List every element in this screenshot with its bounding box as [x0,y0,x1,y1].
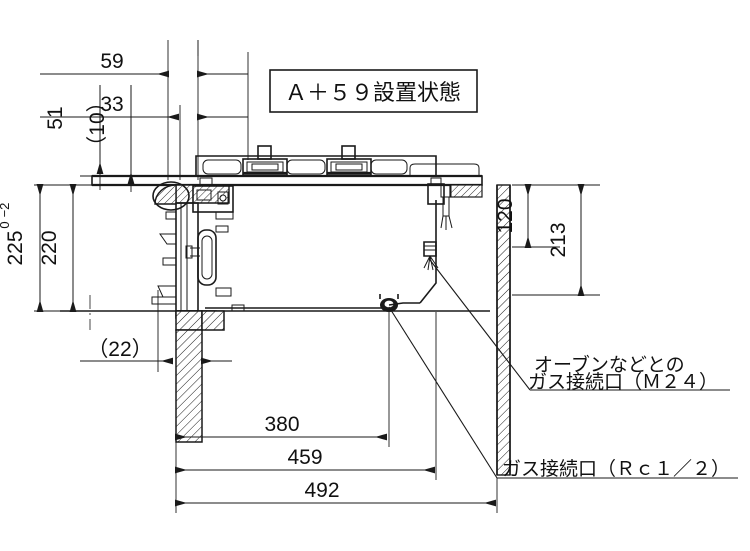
dimension-492: 492 [175,442,498,513]
oven-gas-port-callout: オーブンなどとの ガス接続口（Ｍ２４） [429,259,730,393]
dimension-225-tol-upper: 0 [0,221,12,228]
oven-gas-port-callout-line1: オーブンなどとの [534,353,685,376]
dimension-51-label: 51 [44,106,67,129]
dimension-120: 120 [494,184,560,248]
title-box: Ａ＋５９設置状態 [269,69,478,113]
dimension-225-label: 225 [4,230,27,265]
dimension-59-label: 59 [100,50,123,73]
dimension-213: 213 [512,184,600,296]
dimension-22: （22） [80,290,232,372]
right-wall [496,184,511,476]
dimension-33-label: 33 [100,93,123,116]
gas-port-fitting [205,294,420,312]
dimension-492-label: 492 [304,479,339,502]
dimension-10-label: （10） [86,91,109,156]
oven-gas-port-callout-line2: ガス接続口（Ｍ２４） [528,371,718,393]
title-box-label: Ａ＋５９設置状態 [285,81,461,106]
gas-port-callout: ガス接続口（Ｒｃ１／２） [388,306,738,480]
construction-lines [89,40,249,330]
right-bracket [440,184,453,230]
dimension-22-label: （22） [87,338,152,361]
dimension-380-label: 380 [264,413,299,436]
dimension-380: 380 [175,312,390,447]
dimension-459-label: 459 [287,446,322,469]
dimension-459: 459 [175,312,437,480]
burner-right [326,145,372,176]
dimension-59: 59 [40,40,248,180]
dimension-120-label: 120 [494,198,517,233]
cooktop-body [195,145,480,177]
dimension-220: 220 [38,184,77,312]
dimension-225: 225 0 −2 [0,184,180,312]
floor-tab [231,304,245,312]
cooktop-tray-right [409,163,480,177]
left-cabinet-wall [175,310,225,443]
gas-port-callout-line1: ガス接続口（Ｒｃ１／２） [502,458,730,480]
dimension-213-label: 213 [547,222,570,257]
dimension-51: 51 [44,85,196,190]
cooktop-panel-left [202,159,242,175]
dimension-10: （10） [86,85,135,192]
dimension-225-tol-lower: −2 [0,203,12,218]
dimension-220-label: 220 [38,230,61,265]
burner-left [242,145,288,176]
counter-cut-right [449,184,483,198]
oven-gas-port-fitting [419,177,445,304]
